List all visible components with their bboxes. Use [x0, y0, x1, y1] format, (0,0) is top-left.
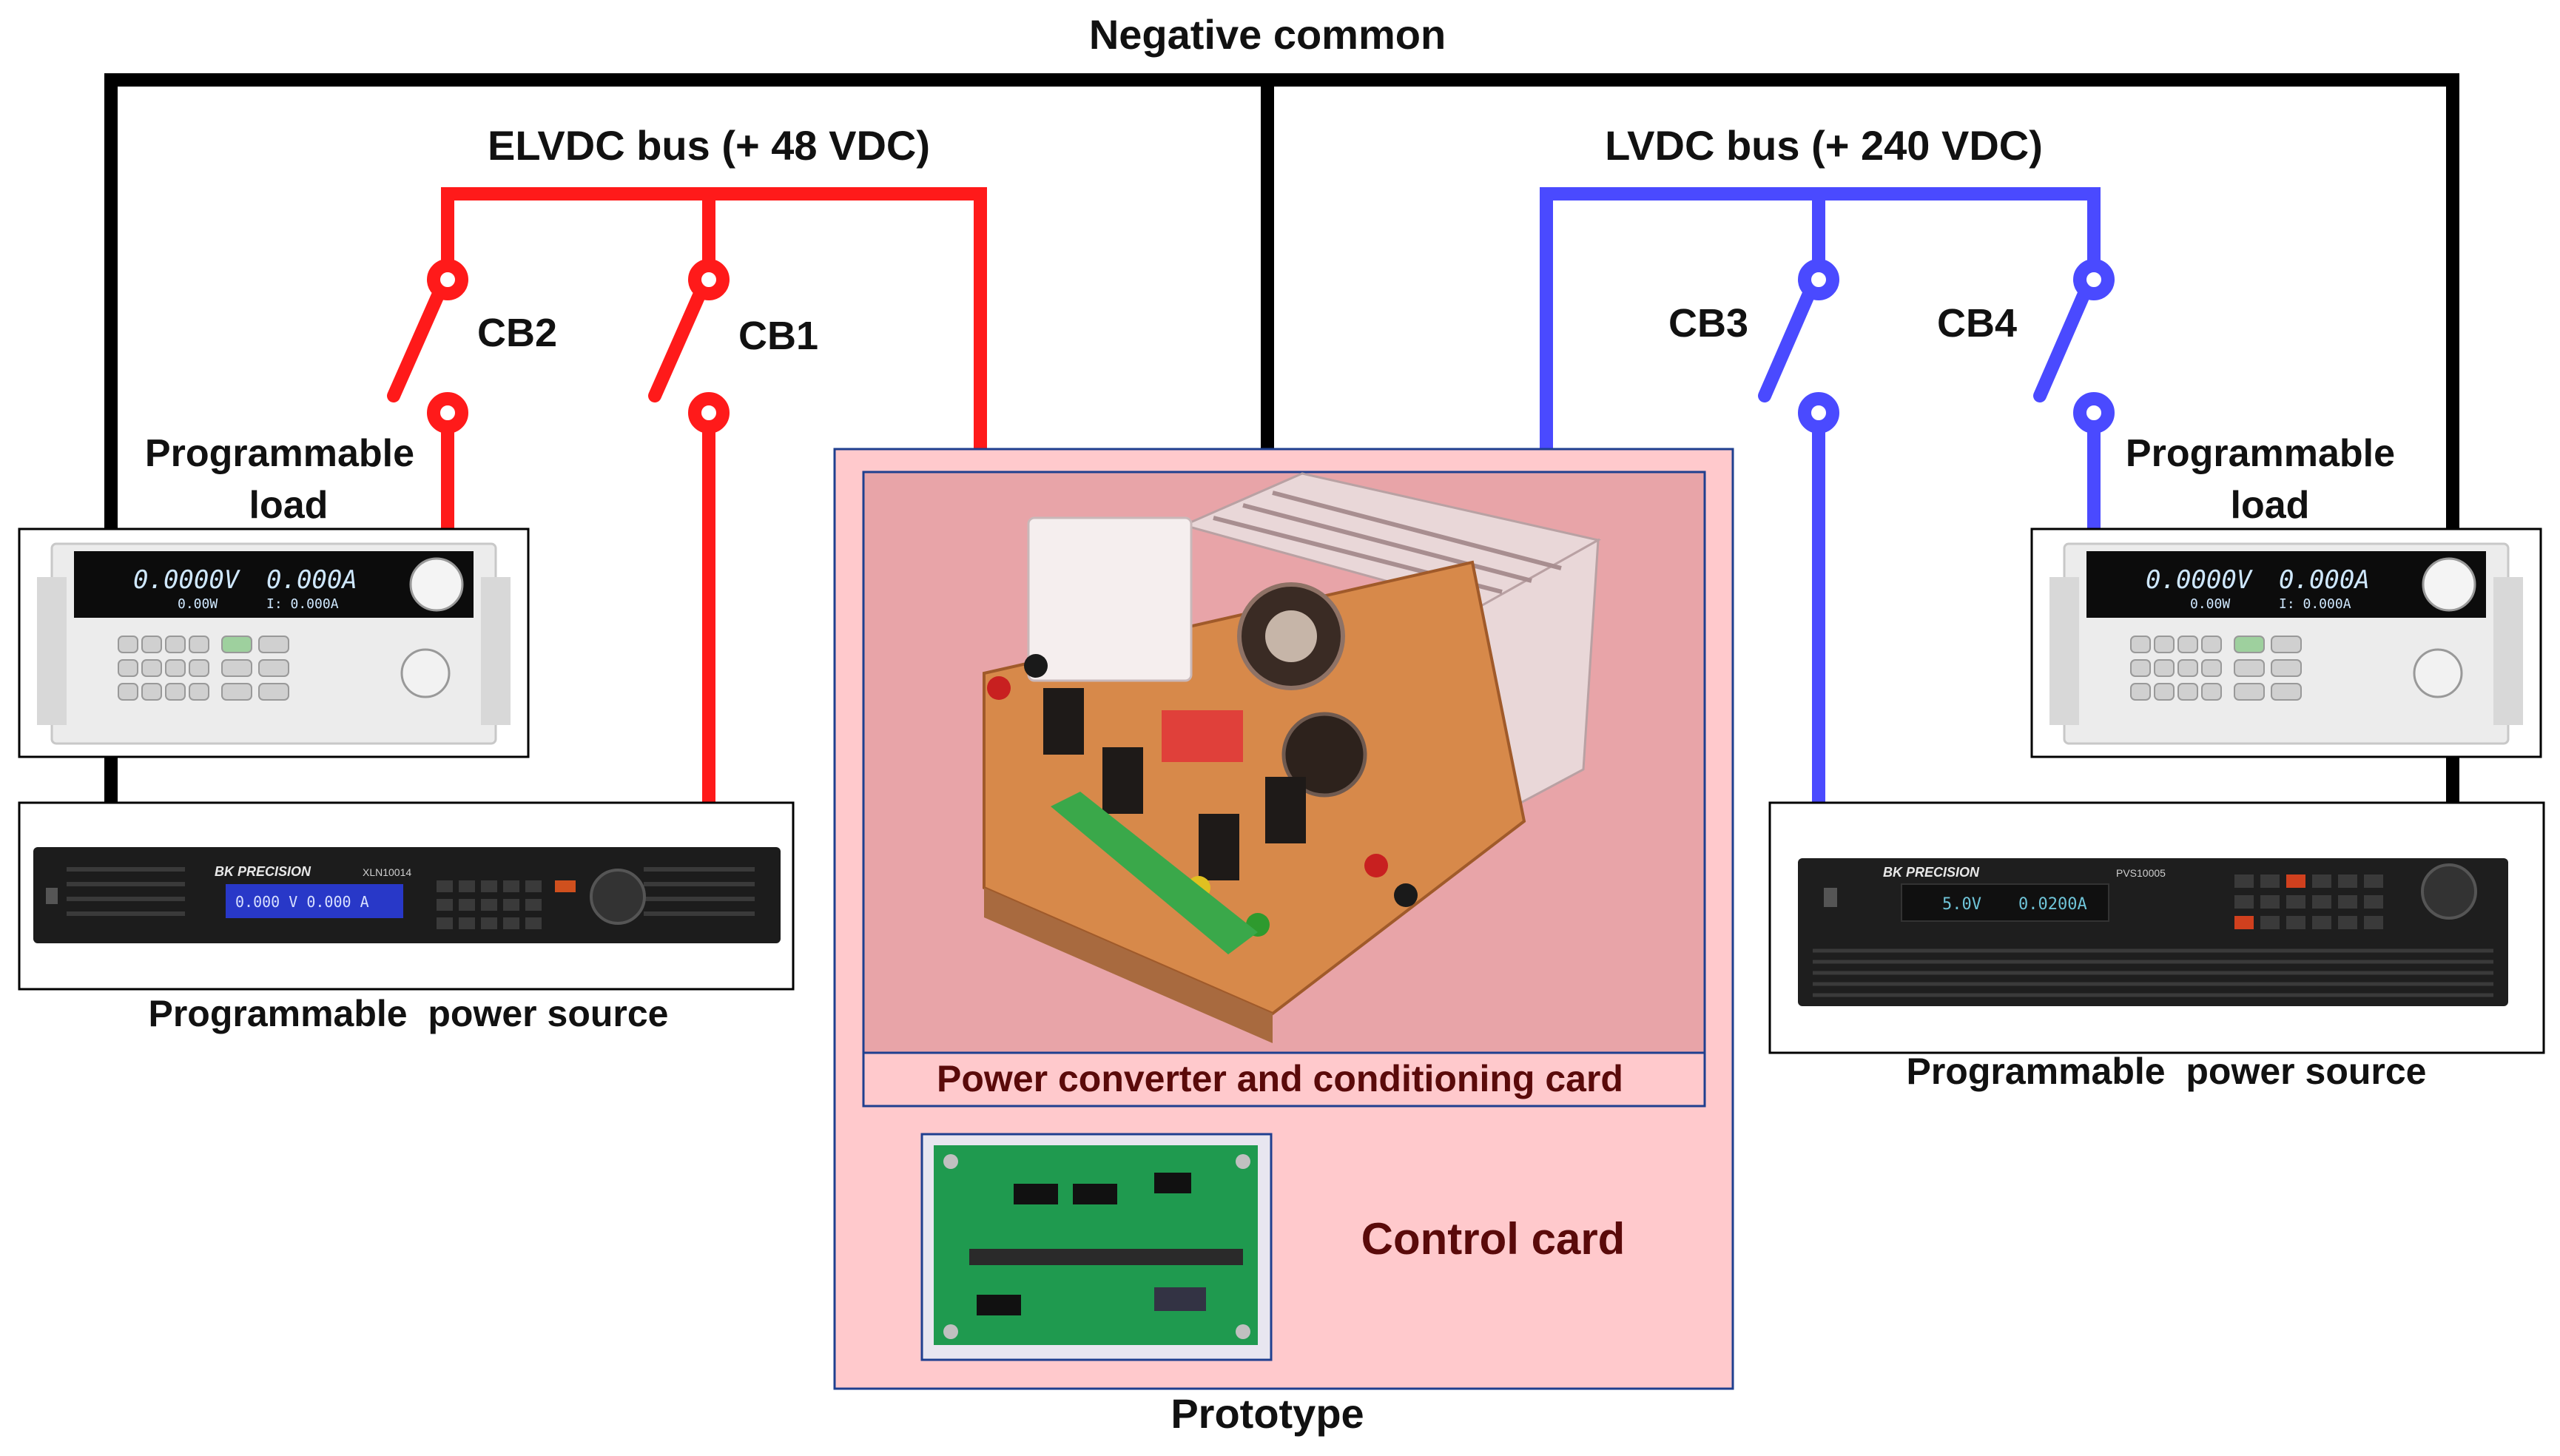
converter-card-label: Power converter and conditioning card [937, 1058, 1623, 1099]
source-right-vents [1813, 948, 2493, 997]
cb3-label: CB3 [1668, 301, 1748, 346]
cb1-top-contact [688, 259, 730, 300]
load-left-knob [409, 557, 464, 612]
cb4-bottom-contact [2073, 392, 2115, 434]
source-right-voltage-readout: 5.0V [1942, 895, 1981, 914]
cb1-switch-blade [648, 282, 709, 402]
load-left-label-line2: load [249, 484, 329, 527]
lvdc-bus-label: LVDC bus (+ 240 VDC) [1605, 122, 2043, 169]
converter-caption-box [862, 1051, 1706, 1108]
source-left-readout: 0.000 V 0.000 A [235, 893, 369, 911]
source-left-keypad [437, 880, 576, 929]
negative-common-loop [104, 73, 2459, 803]
elvdc-bus-wiring [387, 187, 987, 803]
control-card-photo [920, 1133, 1273, 1361]
load-left-current-set: I: 0.000A [266, 596, 339, 612]
source-right-display [1901, 883, 2109, 922]
cb3-switch-blade [1758, 282, 1818, 402]
source-right-power-switch [1824, 888, 1837, 907]
load-right-label-line2: load [2231, 484, 2310, 527]
load-right-knob [2422, 557, 2476, 612]
large-capacitor-top [1265, 610, 1317, 662]
source-right-knob [2421, 863, 2477, 920]
control-card-connector [969, 1249, 1243, 1265]
load-right-current-readout: 0.000A [2279, 565, 2370, 595]
source-right-keypad [2234, 874, 2383, 929]
load-right-label-line1: Programmable [2126, 432, 2395, 475]
negative-common-label: Negative common [1089, 11, 1446, 58]
programmable-load-right: 0.0000V 0.000A 0.00W I: 0.000A [2030, 528, 2542, 758]
source-left-vents-left [67, 867, 185, 916]
source-right-model: PVS10005 [2116, 867, 2166, 879]
cb1-bottom-contact [688, 392, 730, 434]
lvdc-bus-wiring [1540, 187, 2115, 803]
load-right-keypad [2130, 636, 2302, 701]
source-left-model: XLN10014 [363, 866, 411, 878]
control-card-chips [977, 1173, 1206, 1315]
programmable-load-left: 0.0000V 0.000A 0.00W I: 0.000A [18, 528, 530, 758]
cb2-switch-blade [387, 282, 448, 402]
source-left-vents-right [644, 867, 755, 916]
source-left-display [226, 884, 403, 918]
small-capacitor [1281, 712, 1367, 798]
load-left-display [74, 551, 474, 618]
green-terminal-block [1051, 792, 1258, 954]
cb2-top-contact [427, 259, 468, 300]
cb4-switch-blade [2033, 282, 2093, 402]
source-right-brand: BK PRECISION [1883, 865, 1980, 880]
negative-common-wiring [104, 73, 2459, 803]
source-right-current-readout: 0.0200A [2018, 895, 2087, 914]
cb3-bottom-contact [1798, 392, 1839, 434]
load-left-label-line1: Programmable [145, 432, 414, 475]
elvdc-bus-label: ELVDC bus (+ 48 VDC) [488, 122, 930, 169]
load-left-keypad [118, 636, 289, 701]
load-right-input-terminal [2413, 648, 2463, 698]
programmable-power-source-right: BK PRECISION PVS10005 5.0V 0.0200A [1768, 801, 2545, 1054]
source-right-label: Programmable power source [1906, 1051, 2426, 1092]
load-right-display [2086, 551, 2486, 618]
cb2-label: CB2 [477, 311, 557, 355]
load-right-power-readout: 0.00W [2190, 596, 2230, 612]
pcb-board-edge [984, 888, 1273, 1043]
cb4-top-contact [2073, 259, 2115, 300]
power-semiconductors [1043, 688, 1306, 880]
red-relay [1162, 710, 1243, 762]
prototype-box: Power converter and conditioning card Co… [833, 448, 1734, 1390]
load-left-power-readout: 0.00W [178, 596, 218, 612]
transformer-block [1027, 516, 1193, 682]
cb4-label: CB4 [1937, 301, 2017, 346]
cb3-top-contact [1798, 259, 1839, 300]
load-right-current-set: I: 0.000A [2279, 596, 2351, 612]
cb2-bottom-contact [427, 392, 468, 434]
programmable-power-source-left: BK PRECISION XLN10014 0.000 V 0.000 A [18, 801, 795, 991]
source-left-power-switch [46, 888, 58, 904]
load-left-voltage-readout: 0.0000V [133, 565, 240, 595]
load-left-input-terminal [400, 648, 451, 698]
cb1-label: CB1 [738, 314, 818, 358]
source-left-knob [590, 869, 646, 925]
control-card-mount-holes [943, 1154, 1250, 1339]
prototype-label: Prototype [1170, 1390, 1364, 1437]
power-converter-photo [862, 471, 1706, 1054]
control-card-label: Control card [1361, 1214, 1626, 1264]
load-right-voltage-readout: 0.0000V [2146, 565, 2253, 595]
load-left-current-readout: 0.000A [266, 565, 357, 595]
source-left-brand: BK PRECISION [215, 864, 311, 879]
source-left-label: Programmable power source [148, 993, 668, 1034]
